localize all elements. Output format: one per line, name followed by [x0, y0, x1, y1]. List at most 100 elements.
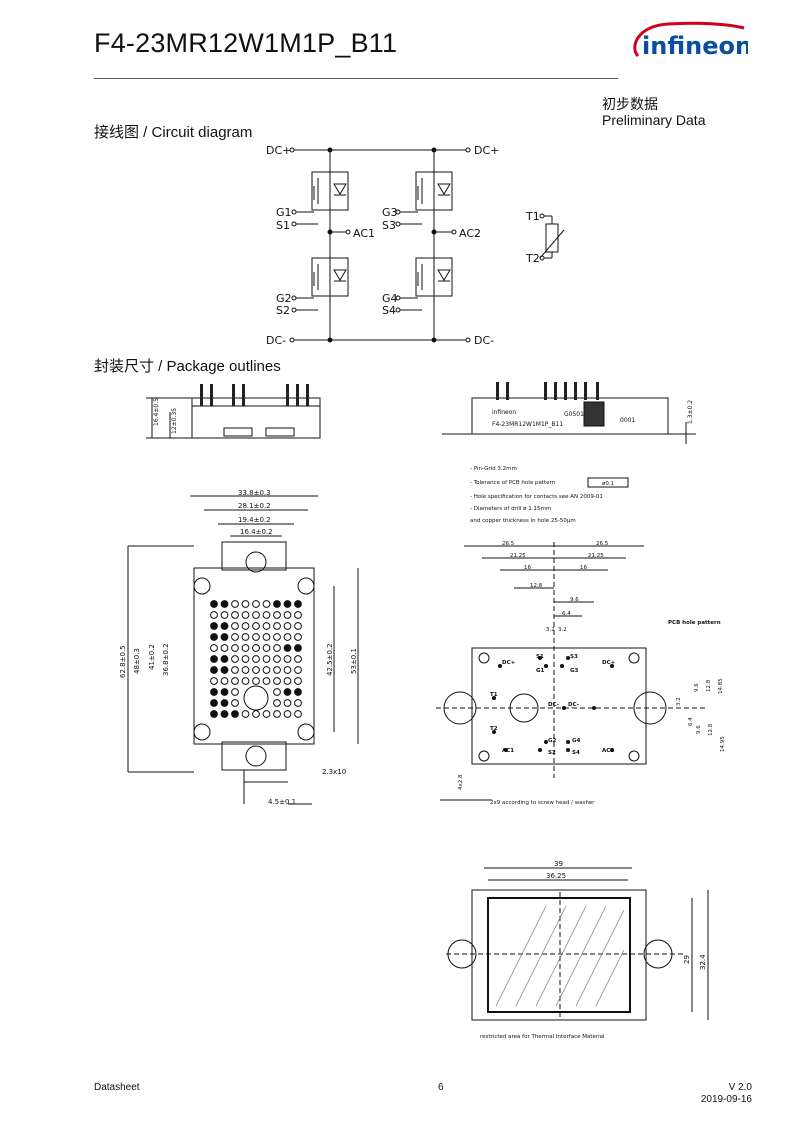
pin-hole	[241, 633, 250, 641]
side-brand: infineon	[492, 409, 516, 416]
status-block: 初步数据 Preliminary Data	[602, 96, 705, 128]
dim-right-12-8-top: 12.8	[706, 679, 712, 692]
pin-hole	[220, 677, 229, 685]
pin-hole	[252, 655, 260, 663]
logo-text: infineon	[642, 32, 748, 60]
pin-hole	[262, 666, 271, 674]
label-s4: S4	[382, 304, 396, 317]
dim-21-25-left: 21.25	[510, 553, 526, 559]
pin-hole	[283, 655, 292, 663]
tim-dim-36-25: 36.25	[546, 872, 566, 880]
pin-hole	[283, 633, 292, 641]
pin-s1: S1	[536, 654, 544, 660]
dim-slot: 2.3x10	[322, 768, 346, 776]
pin-t2: T2	[490, 726, 498, 732]
pin-s4: S4	[572, 750, 580, 756]
label-dc-plus-right: DC+	[474, 144, 499, 157]
pin-hole	[252, 600, 260, 608]
pin-hole	[231, 644, 239, 652]
pin-hole	[252, 622, 260, 630]
pin-hole	[210, 622, 218, 630]
pin-hole	[294, 633, 302, 641]
pin-hole	[283, 666, 292, 674]
pin-hole	[241, 611, 250, 619]
header-rule	[94, 78, 618, 79]
pin-hole	[283, 688, 292, 696]
pin-hole	[241, 622, 250, 630]
side-dim: 1.3±0.2	[687, 400, 694, 424]
pin-hole	[252, 666, 260, 674]
pin-hole	[273, 600, 281, 608]
pin-hole	[252, 677, 260, 685]
dim-right-9-6-top: 9.6	[694, 683, 700, 692]
pin-hole	[241, 600, 250, 608]
tim-caption: restricted area for Thermal Interface Ma…	[480, 1034, 605, 1040]
footer-version: V 2.0	[728, 1082, 752, 1093]
pin-hole	[283, 710, 292, 718]
pin-hole	[283, 699, 292, 707]
dim-right-9-6-bottom: 9.6	[696, 725, 702, 734]
pin-hole	[241, 655, 250, 663]
pin-hole	[231, 666, 239, 674]
dim-right-1: 42.5±0.2	[326, 643, 334, 676]
dim-right-14-95: 14.95	[720, 736, 726, 752]
label-dc-plus-left: DC+	[266, 144, 291, 157]
pin-hole	[294, 677, 302, 685]
pin-hole	[252, 644, 260, 652]
dim-9-6: 9.6	[570, 597, 579, 603]
footer-date: 2019-09-16	[700, 1094, 752, 1105]
pin-hole	[294, 655, 302, 663]
page-title: F4-23MR12W1M1P_B11	[94, 28, 398, 58]
tim-view: 39 36.25 29 32.4 restricted area for The…	[446, 860, 709, 1040]
pin-hole	[252, 611, 260, 619]
side-view-left: 16.4±0.5 12±0.35	[146, 384, 321, 439]
pin-hole	[262, 600, 271, 608]
label-s1: S1	[276, 219, 290, 232]
pin-hole	[252, 633, 260, 641]
pin-hole	[220, 655, 229, 663]
pin-hole	[273, 633, 281, 641]
pin-hole	[252, 710, 260, 718]
tolerance-value: ø0.1	[602, 481, 614, 487]
pin-dc-minus-2: DC-	[568, 702, 579, 708]
pin-hole	[210, 699, 218, 707]
pin-hole	[231, 710, 239, 718]
dim-height: 16.4±0.5	[153, 398, 160, 426]
pin-hole	[231, 600, 239, 608]
side-code2: 0001	[620, 417, 635, 424]
dim-6-4: 6.4	[562, 611, 571, 617]
pin-hole	[283, 677, 292, 685]
pin-hole	[273, 655, 281, 663]
pin-hole	[241, 710, 250, 718]
pin-hole	[241, 677, 250, 685]
tim-dim-29: 29	[683, 955, 691, 964]
pin-hole	[231, 688, 239, 696]
label-g1: G1	[276, 206, 292, 219]
dim-21-25-right: 21.25	[588, 553, 604, 559]
pin-hole	[273, 611, 281, 619]
circuit-heading: 接线图 / Circuit diagram	[94, 124, 253, 141]
pin-hole	[294, 710, 302, 718]
pcb-hole-pattern: PCB hole pattern DC+ S1 G1 S3 G3 DC+ T1 …	[436, 541, 726, 806]
pin-hole	[210, 677, 218, 685]
status-en: Preliminary Data	[602, 112, 706, 128]
pin-hole	[273, 688, 281, 696]
pin-hole	[220, 633, 229, 641]
note-5: and copper thickness in hole 25-50µm	[470, 518, 576, 524]
footer-page-number: 6	[438, 1082, 444, 1093]
pin-s2: S2	[548, 750, 556, 756]
pin-hole	[220, 644, 229, 652]
pin-hole	[273, 677, 281, 685]
dim-26-5-left: 26.5	[502, 541, 515, 547]
pin-hole	[273, 666, 281, 674]
dim-right-6-4: 6.4	[688, 717, 694, 726]
pin-hole	[220, 710, 229, 718]
pin-hole	[241, 644, 250, 652]
label-ac1: AC1	[353, 227, 375, 240]
pin-hole	[294, 666, 302, 674]
pin-hole	[210, 655, 218, 663]
side-code1: G0501	[564, 411, 584, 418]
pin-hole	[294, 688, 302, 696]
label-g4: G4	[382, 292, 398, 305]
pin-hole	[262, 622, 271, 630]
